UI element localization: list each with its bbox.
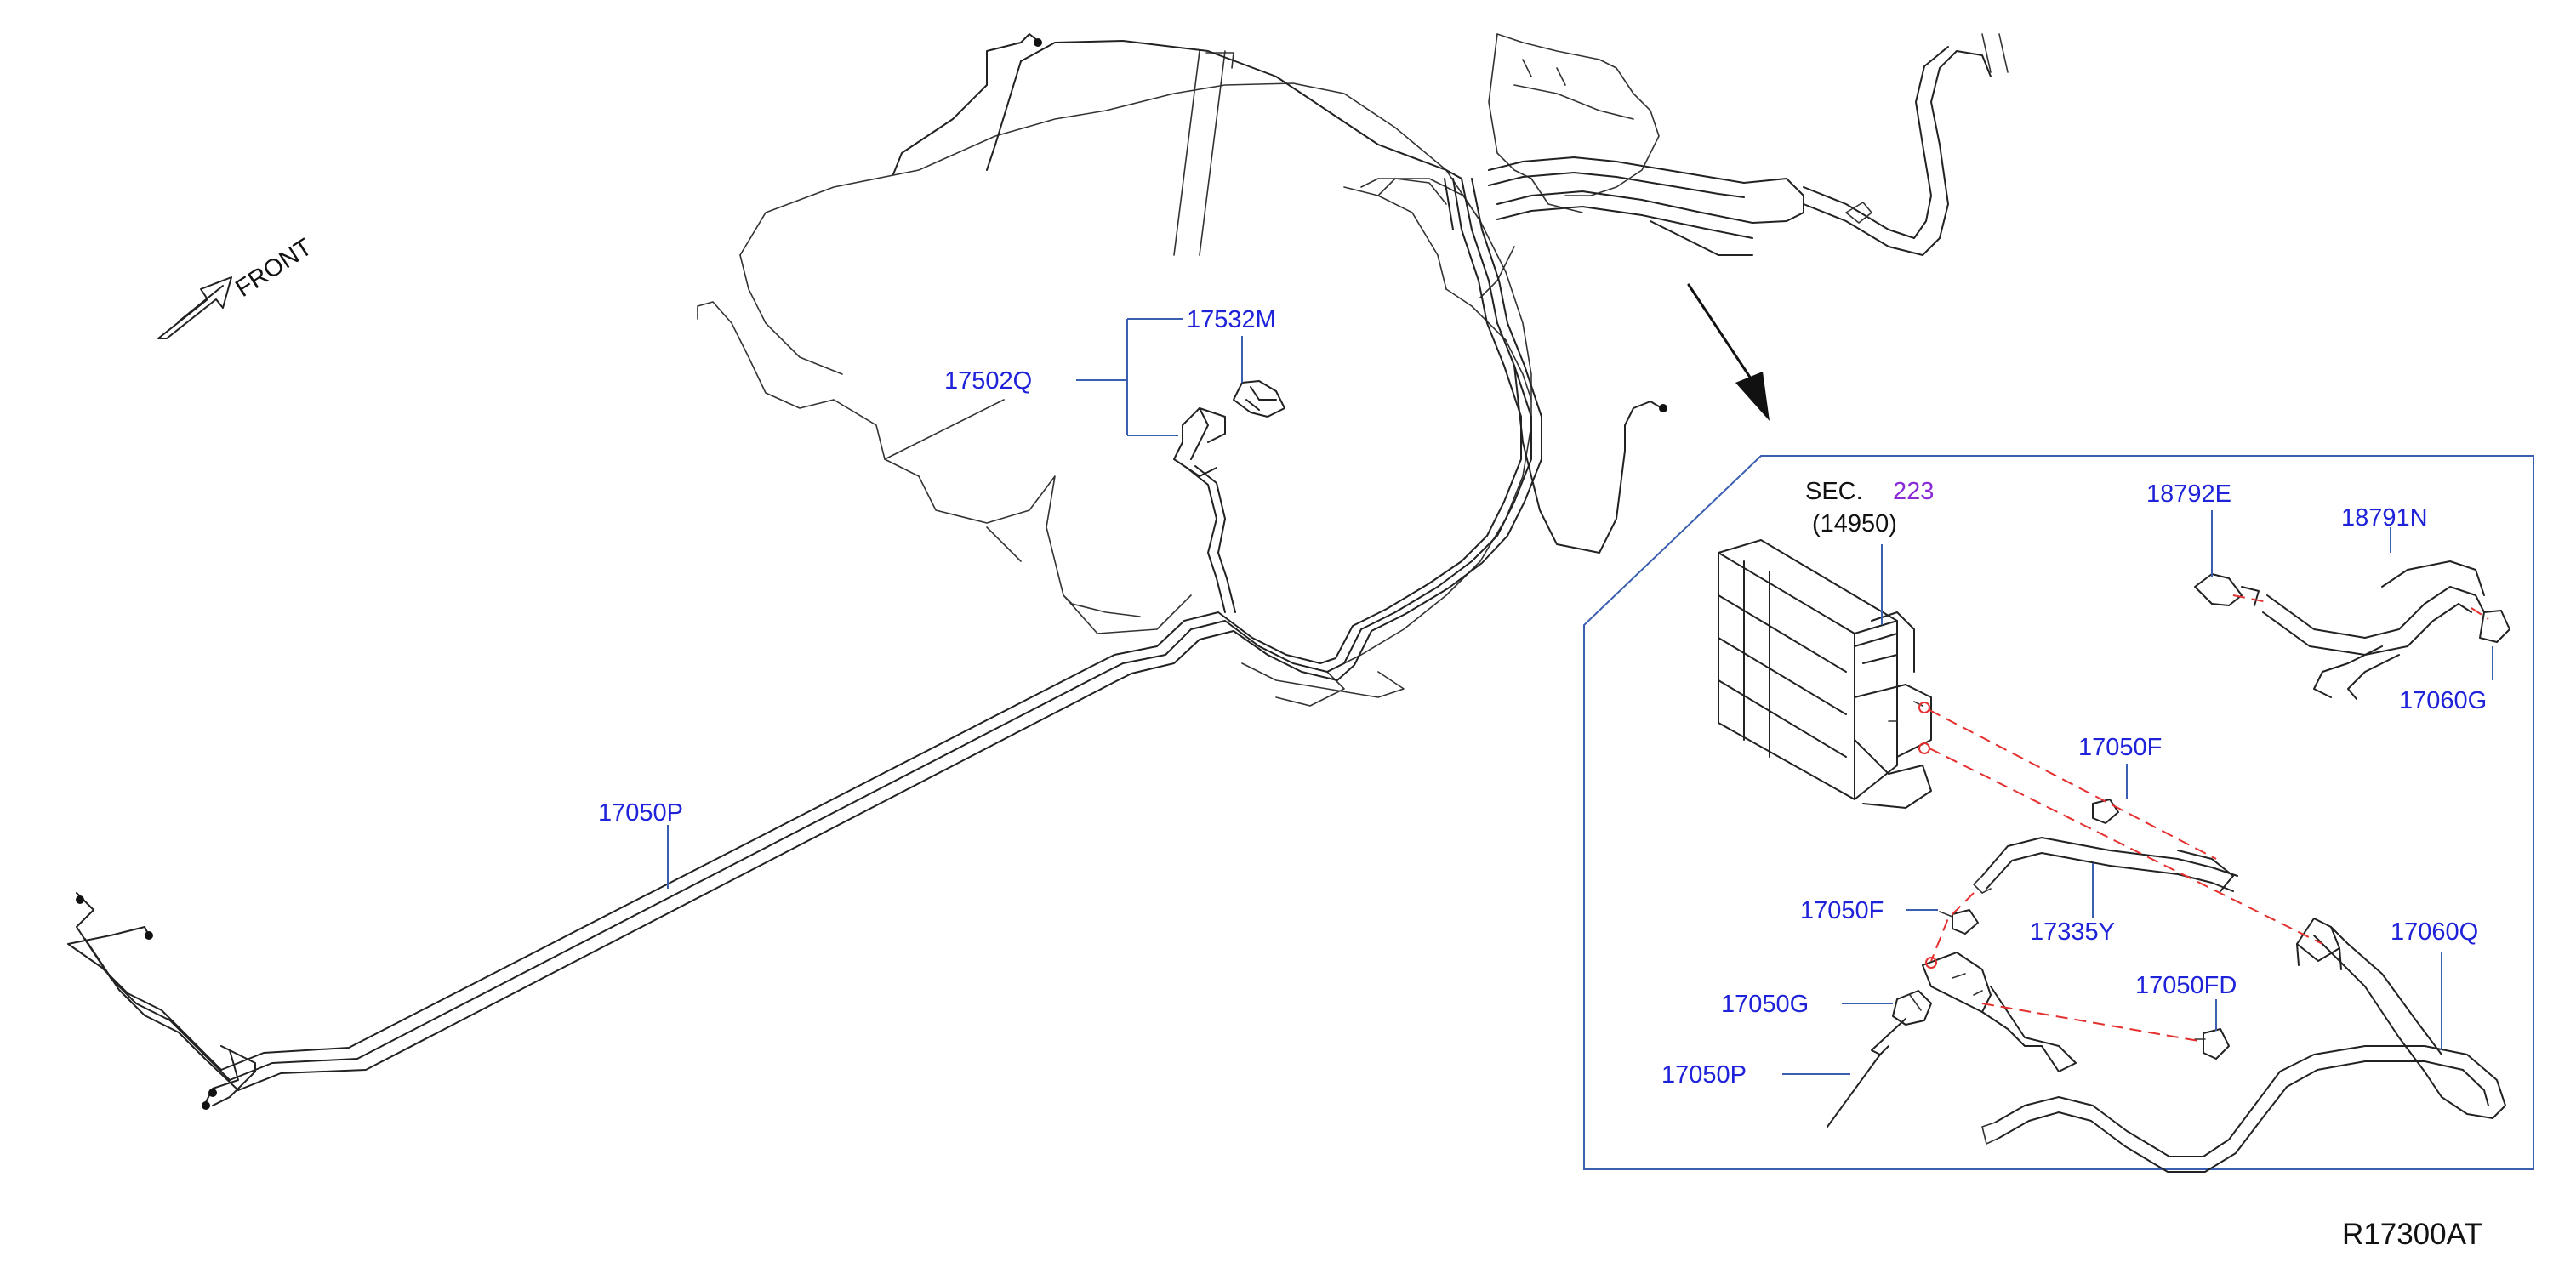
- part-17502q-label: 17502Q: [944, 367, 1032, 395]
- part-17532m-label: 17532M: [1187, 306, 1276, 333]
- part-18792e-label: 18792E: [2146, 480, 2231, 508]
- part-18791n-label: 18791N: [2341, 504, 2428, 532]
- clip-17050g: [1892, 990, 1932, 1026]
- front-label: FRONT: [231, 233, 316, 302]
- evap-canister: [1718, 539, 1932, 809]
- fuel-line-inset: [1827, 1018, 1906, 1128]
- clip-17050f-lower: [1939, 909, 1979, 935]
- section-prefix: SEC.: [1805, 478, 1863, 505]
- part-17335y-label: 17335Y: [2030, 918, 2115, 946]
- clip-17532m: [1233, 380, 1285, 418]
- bracket: [1922, 952, 2077, 1072]
- part-17050f-lower-label: 17050F: [1800, 897, 1884, 924]
- section-number: 223: [1893, 478, 1934, 505]
- fuel-line-front-end: [67, 892, 256, 1110]
- part-17050p-main-label: 17050P: [598, 799, 683, 827]
- clip-17060g: [2479, 610, 2510, 643]
- inset-panel: [1583, 455, 2534, 1170]
- fuel-line-17050p: [220, 33, 1667, 1091]
- detail-arrow-icon: [1687, 283, 1770, 421]
- front-arrow-icon: [157, 276, 232, 339]
- fuel-filter-17502q: [1173, 407, 1236, 613]
- fuel-tank-outline: [697, 50, 1532, 707]
- evap-hoses-upper: [1360, 33, 2009, 298]
- part-17050p-inset-label: 17050P: [1661, 1061, 1747, 1089]
- hose-18791n: [2232, 560, 2489, 700]
- hose-17060q: [1981, 918, 2506, 1173]
- connection-lines: [1929, 709, 2323, 1043]
- part-17050fd-label: 17050FD: [2135, 972, 2237, 999]
- part-17060q-label: 17060Q: [2391, 918, 2478, 946]
- section-sub: (14950): [1812, 510, 1897, 537]
- clip-17050fd: [2194, 1028, 2230, 1060]
- hose-17335y: [1973, 837, 2238, 894]
- diagram-code: R17300AT: [2342, 1218, 2482, 1251]
- part-17050g-label: 17050G: [1721, 991, 1809, 1018]
- connector-18792e: [2194, 573, 2260, 606]
- part-17060g-label: 17060G: [2399, 687, 2487, 714]
- leader-17502q: [1076, 318, 1183, 436]
- part-17050f-upper-label: 17050F: [2078, 734, 2162, 761]
- clip-17050f-upper: [2092, 799, 2119, 824]
